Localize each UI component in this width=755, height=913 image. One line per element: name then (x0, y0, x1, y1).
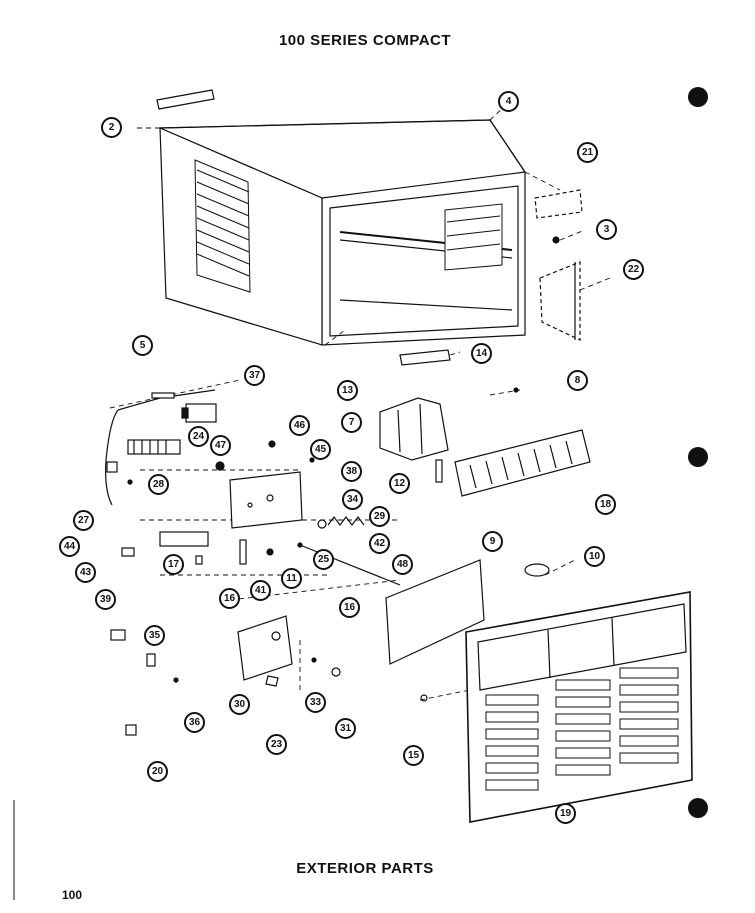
part-callout: 48 (392, 554, 413, 575)
part-callout: 29 (369, 506, 390, 527)
binder-hole (688, 447, 708, 467)
part-callout: 22 (623, 259, 644, 280)
part-callout: 7 (341, 412, 362, 433)
side-panel (539, 261, 581, 341)
part-callout: 31 (335, 718, 356, 739)
base-bracket (399, 349, 451, 366)
part-callout: 19 (555, 803, 576, 824)
part-callout: 36 (184, 712, 205, 733)
part-callout: 10 (584, 546, 605, 567)
part-callout: 30 (229, 694, 250, 715)
part-callout: 21 (577, 142, 598, 163)
part-callout: 2 (101, 117, 122, 138)
part-callout: 39 (95, 589, 116, 610)
fan-shroud-bracket (379, 397, 449, 461)
front-panel-insert (385, 559, 485, 665)
part-callout: 16 (219, 588, 240, 609)
part-callout: 9 (482, 531, 503, 552)
part-callout: 4 (498, 91, 519, 112)
front-grille (465, 591, 693, 823)
part-callout: 46 (289, 415, 310, 436)
part-callout: 12 (389, 473, 410, 494)
switch-block (159, 531, 209, 547)
part-callout: 14 (471, 343, 492, 364)
relay-component (185, 403, 217, 423)
part-callout: 3 (596, 219, 617, 240)
part-callout: 11 (281, 568, 302, 589)
top-trim-strip (156, 89, 215, 110)
part-callout: 37 (244, 365, 265, 386)
part-callout: 25 (313, 549, 334, 570)
part-callout: 23 (266, 734, 287, 755)
diagram-title: 100 SERIES COMPACT (278, 32, 452, 49)
part-callout: 28 (148, 474, 169, 495)
part-callout: 27 (73, 510, 94, 531)
part-callout: 41 (250, 580, 271, 601)
part-callout: 38 (341, 461, 362, 482)
terminal-board (127, 439, 181, 455)
part-callout: 33 (305, 692, 326, 713)
part-callout: 47 (210, 435, 231, 456)
part-callout: 17 (163, 554, 184, 575)
part-callout: 35 (144, 625, 165, 646)
part-callout: 18 (595, 494, 616, 515)
part-callout: 45 (310, 439, 331, 460)
part-callout: 5 (132, 335, 153, 356)
binder-hole (688, 798, 708, 818)
control-mounting-plate (229, 471, 303, 529)
part-callout: 24 (188, 426, 209, 447)
part-callout: 8 (567, 370, 588, 391)
spring (327, 516, 365, 526)
part-callout: 20 (147, 761, 168, 782)
part-callout: 34 (342, 489, 363, 510)
part-callout: 42 (369, 533, 390, 554)
wire-harness (105, 409, 119, 506)
part-callout: 16 (339, 597, 360, 618)
page-number: 100 (62, 888, 83, 902)
part-callout: 13 (337, 380, 358, 401)
discharge-grille (454, 429, 591, 497)
control-panel-plate (237, 615, 293, 681)
knob (524, 563, 550, 577)
part-callout: 15 (403, 745, 424, 766)
part-callout: 43 (75, 562, 96, 583)
filter-retainer (435, 459, 443, 483)
part-callout: 44 (59, 536, 80, 557)
binder-hole (688, 87, 708, 107)
top-panel (534, 189, 583, 219)
side-louver-grille (194, 159, 503, 293)
diagram-caption: EXTERIOR PARTS (296, 860, 434, 877)
